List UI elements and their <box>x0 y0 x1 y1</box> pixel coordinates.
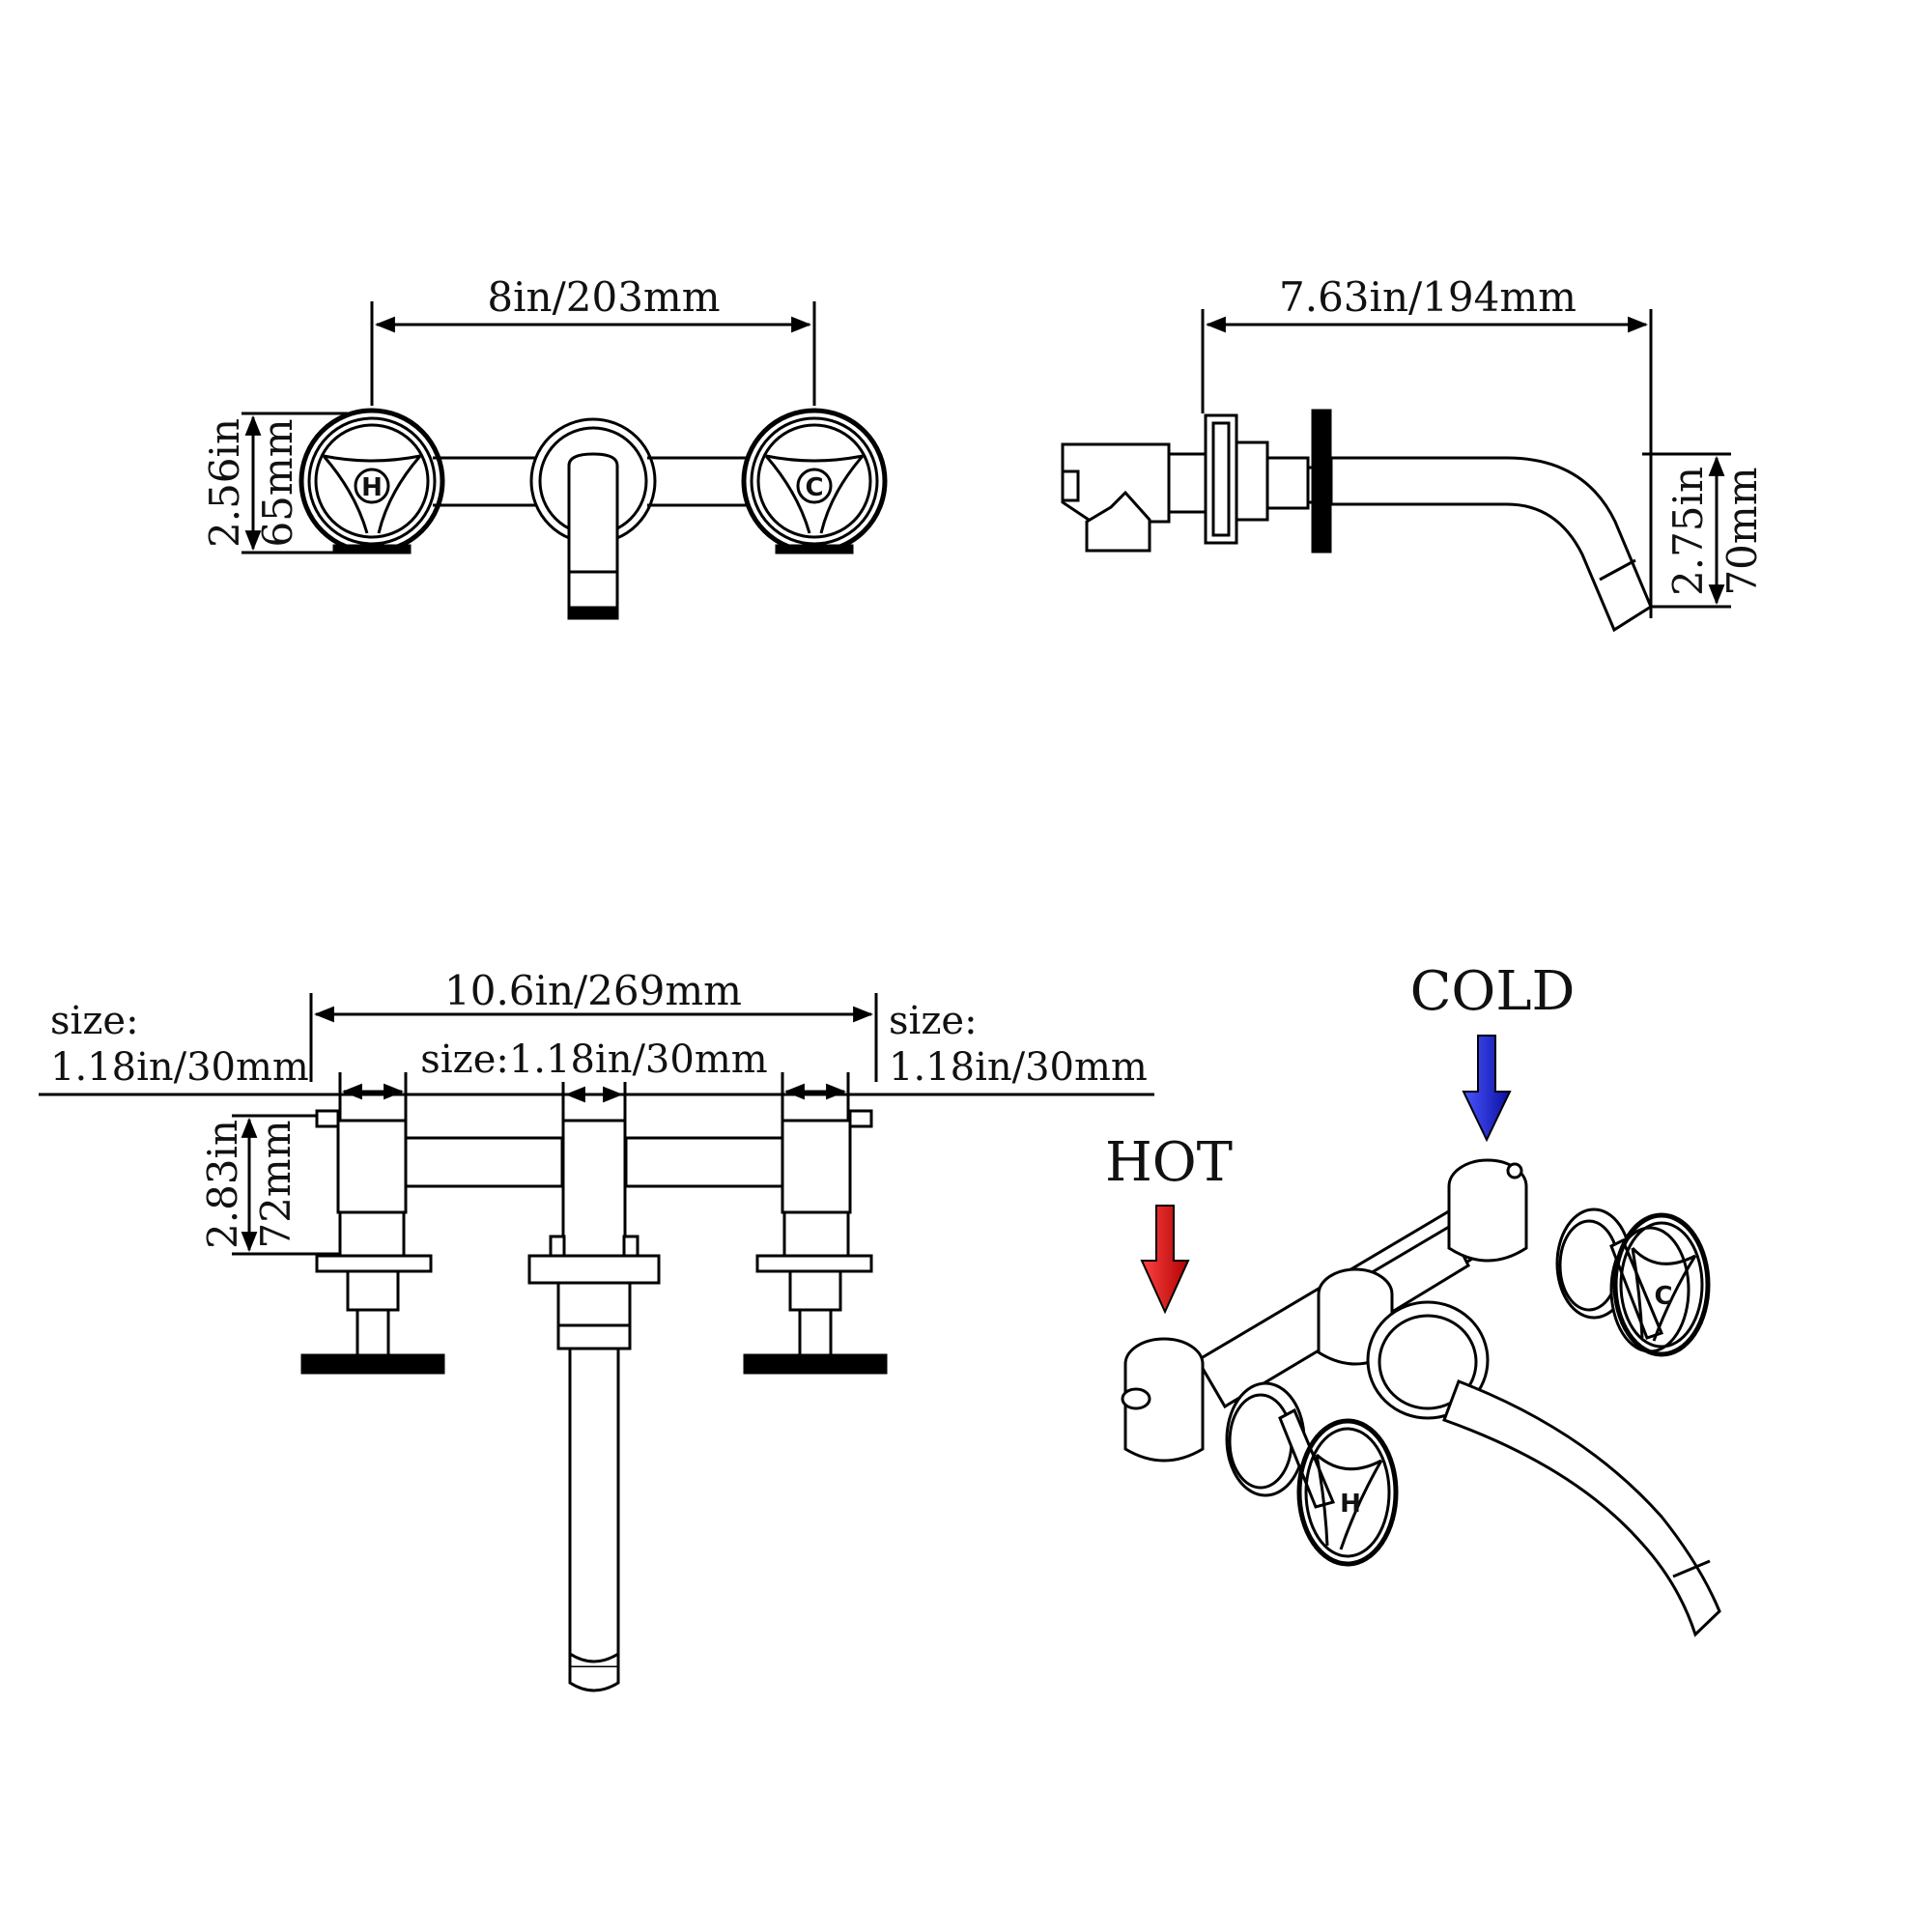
cold-label: COLD <box>1410 960 1576 1023</box>
side-view: 7.63in/194mm 2.75in 70mm <box>1061 273 1766 633</box>
side-height-dimension: 2.75in 70mm <box>1642 452 1766 609</box>
perspective-hot-handle: H <box>1296 1418 1399 1567</box>
perspective-cold-letter: C <box>1654 1282 1672 1311</box>
side-length-dimension: 7.63in/194mm <box>1201 273 1653 618</box>
front-height-mm: 65mm <box>254 418 301 547</box>
cold-handle: C <box>741 408 888 554</box>
right-size-value: 1.18in/30mm <box>889 1045 1148 1090</box>
front-height-dimension: 2.56in 65mm <box>201 412 348 554</box>
left-size-value: 1.18in/30mm <box>50 1045 309 1090</box>
left-size-title: size: <box>50 999 139 1043</box>
center-size-dimension: size:1.18in/30mm <box>420 1037 768 1121</box>
front-width-label: 8in/203mm <box>487 273 720 321</box>
top-view: 10.6in/269mm size: 1.18in/30mm size:1.18… <box>39 967 1154 1692</box>
top-height-in: 2.83in <box>199 1120 246 1249</box>
front-width-dimension: 8in/203mm <box>370 273 816 406</box>
hot-handle: H <box>298 408 445 554</box>
right-size-dimension: size: 1.18in/30mm <box>781 999 1148 1121</box>
left-size-dimension: size: 1.18in/30mm <box>50 999 408 1121</box>
right-size-title: size: <box>889 999 978 1043</box>
top-height-mm: 72mm <box>252 1120 299 1248</box>
front-height-in: 2.56in <box>201 418 248 548</box>
side-height-mm: 70mm <box>1719 467 1766 595</box>
perspective-cold-valve <box>1447 1158 1690 1353</box>
hot-label: HOT <box>1105 1131 1233 1194</box>
perspective-cold-handle: C <box>1612 1212 1711 1357</box>
center-size-label: size:1.18in/30mm <box>420 1037 767 1082</box>
cold-knob-letter: C <box>805 473 823 502</box>
cold-arrow <box>1462 1035 1512 1143</box>
top-overall-label: 10.6in/269mm <box>444 967 742 1014</box>
hot-arrow <box>1140 1205 1190 1315</box>
front-view: 8in/203mm 2.56in 65mm H <box>201 273 888 620</box>
hot-knob-letter: H <box>361 473 383 502</box>
side-height-in: 2.75in <box>1664 467 1712 596</box>
perspective-hot-letter: H <box>1340 1490 1361 1519</box>
perspective-view: COLD HOT C <box>1105 960 1721 1637</box>
side-length-label: 7.63in/194mm <box>1279 273 1577 321</box>
perspective-spout <box>1366 1300 1721 1637</box>
top-height-dimension: 2.83in 72mm <box>199 1114 340 1256</box>
top-overall-dimension: 10.6in/269mm <box>309 967 878 1082</box>
front-spout <box>529 417 657 620</box>
